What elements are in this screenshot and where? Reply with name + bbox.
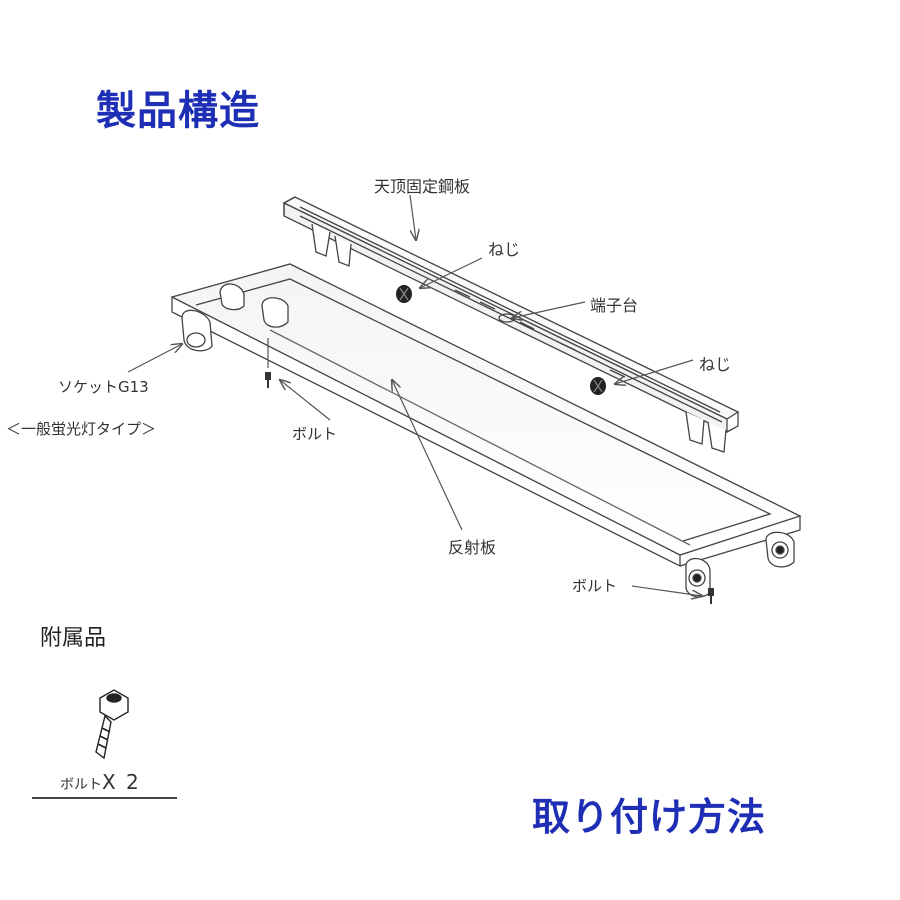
ceiling-plate-label: 天顶固定鋼板 — [374, 177, 471, 196]
accessory-bolt-caption: ボルトX 2 — [60, 770, 141, 794]
bolt-bottom-label: ボルト — [572, 577, 618, 595]
ceiling-mounting-plate — [282, 196, 740, 453]
socket-label: ソケットG13 — [58, 378, 149, 396]
accessories-title: 附属品 — [40, 626, 107, 651]
screw-top-label: ねじ — [488, 240, 521, 259]
installation-method-heading: 取り付け方法 — [532, 795, 767, 839]
accessory-bolt-label: ボルト — [60, 777, 102, 793]
reflector-body — [170, 263, 802, 598]
accessory-bolt-quantity: X 2 — [102, 770, 141, 794]
bolt-left-label: ボルト — [292, 425, 338, 443]
socket-left — [181, 309, 213, 352]
reflector-label: 反射板 — [448, 538, 497, 557]
accessory-bolt-icon — [95, 689, 129, 760]
accessory-underline — [32, 797, 177, 799]
socket-left-rear — [219, 283, 289, 328]
terminal-block-label: 端子台 — [590, 296, 639, 315]
leader-lines — [127, 194, 702, 596]
bolt-icon — [265, 338, 714, 604]
screw-right-label: ねじ — [699, 355, 732, 374]
lamp-type-label: ＜一般蛍光灯タイプ＞ — [6, 420, 157, 438]
socket-right — [685, 531, 795, 598]
product-structure-heading: 製品構造 — [96, 88, 260, 134]
screw-icon — [396, 285, 606, 395]
